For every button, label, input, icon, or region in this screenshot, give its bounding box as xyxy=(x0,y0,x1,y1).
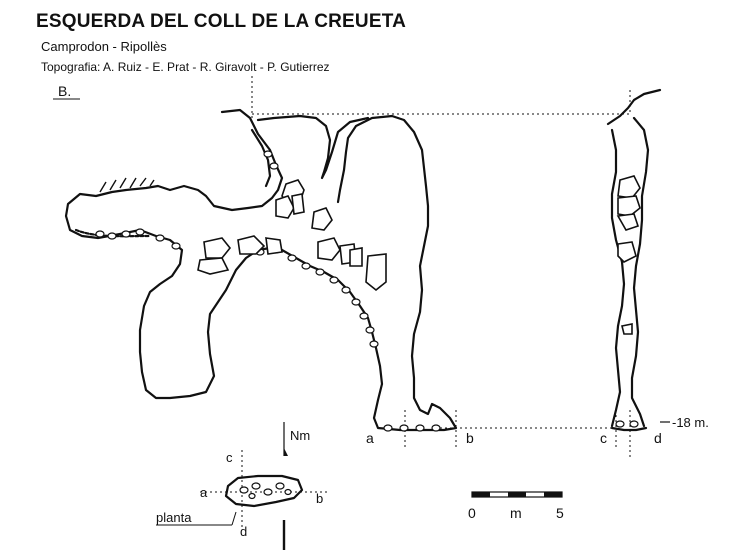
profile-label-d: d xyxy=(654,430,662,446)
cave-cross-section xyxy=(606,88,662,432)
cave-profile-section xyxy=(64,108,458,432)
plan-outline xyxy=(224,474,304,508)
plan-label-a: a xyxy=(200,485,208,500)
profile-label-a: a xyxy=(366,430,374,446)
location-subtitle: Camprodon - Ripollès xyxy=(41,39,167,54)
page-title: ESQUERDA DEL COLL DE LA CREUETA xyxy=(36,11,407,32)
plan-view: Nm c a b d planta xyxy=(156,422,330,550)
scale-bar: 0 m 5 xyxy=(468,491,564,521)
scale-unit: m xyxy=(510,505,522,521)
north-arrow-icon xyxy=(284,448,288,456)
profile-label-b: b xyxy=(466,430,474,446)
north-label: Nm xyxy=(290,428,310,443)
plan-label-b: b xyxy=(316,491,323,506)
floor-pebbles xyxy=(95,150,441,432)
section-label: B. xyxy=(58,83,71,99)
plan-label: planta xyxy=(156,510,192,525)
wedged-blocks xyxy=(197,179,387,292)
scale-five: 5 xyxy=(556,505,564,521)
plan-label-d: d xyxy=(240,524,247,539)
survey-credits: Topografia: A. Ruiz - E. Prat - R. Girav… xyxy=(41,60,330,74)
plan-label-c: c xyxy=(226,450,233,465)
depth-label: -18 m. xyxy=(672,415,709,430)
scale-zero: 0 xyxy=(468,505,476,521)
profile-label-c: c xyxy=(600,430,607,446)
